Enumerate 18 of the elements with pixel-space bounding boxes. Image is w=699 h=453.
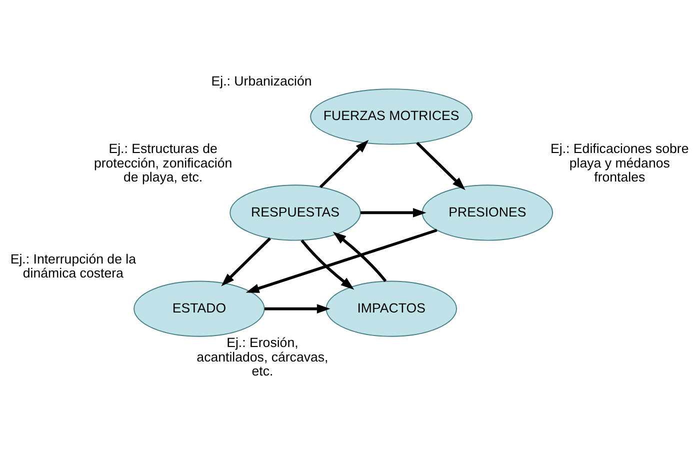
arrow: [246, 228, 438, 292]
node-ellipse: ESTADO: [134, 280, 265, 336]
node-label: Ej.: Erosión, acantilados, cárcavas, etc.: [196, 334, 328, 378]
arrow: [319, 139, 369, 188]
node-ellipse: IMPACTOS: [326, 280, 457, 336]
arrow: [264, 304, 330, 313]
node-label: Ej.: Urbanización: [211, 72, 312, 88]
arrow: [360, 208, 426, 217]
node-ellipse: RESPUESTAS: [230, 184, 361, 240]
arrow: [332, 231, 387, 282]
node-ellipse: FUERZAS MOTRICES: [310, 88, 473, 144]
node-label: Ej.: Interrupción de la dinámica costera: [10, 250, 136, 280]
node-ellipse: PRESIONES: [422, 184, 554, 240]
node-label: Ej.: Estructuras de protección, zonificación de playa, etc.: [94, 140, 232, 184]
node-label: Ej.: Edificaciones sobre playa y médanos frontales: [550, 140, 689, 184]
arrow: [416, 141, 466, 190]
arrow: [300, 239, 354, 290]
arrow: [221, 236, 272, 286]
